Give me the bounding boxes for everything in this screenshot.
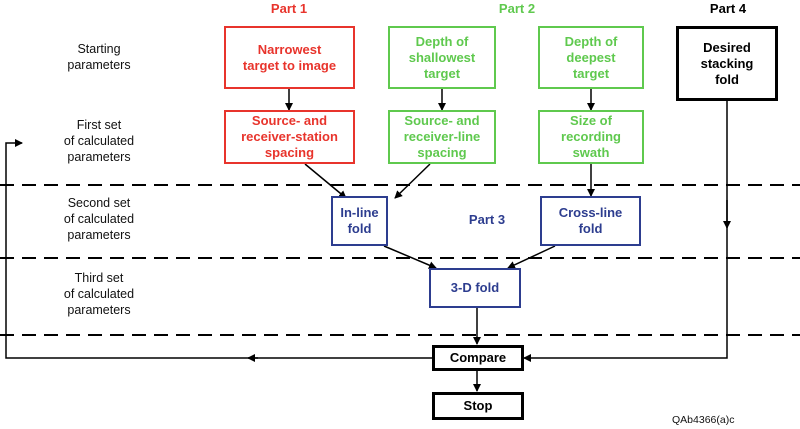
box-crossline-fold: Cross-line fold xyxy=(540,196,641,246)
arrow-line-to-inline xyxy=(394,163,431,199)
box-3d-fold: 3-D fold xyxy=(429,268,521,308)
box-compare: Compare xyxy=(432,345,524,371)
box-source-receiver-station-spacing: Source- and receiver-station spacing xyxy=(224,110,355,164)
arrow-crossline-to-3d xyxy=(507,245,556,269)
arrow-inline-to-3d xyxy=(383,245,437,269)
row-label-third-set: Third set of calculated parameters xyxy=(63,271,135,317)
box-stop: Stop xyxy=(432,392,524,420)
arrow-station-to-inline xyxy=(304,163,347,199)
box-size-recording-swath: Size of recording swath xyxy=(538,110,644,164)
box-depth-shallowest-target: Depth of shallowest target xyxy=(388,26,496,89)
part-2-header: Part 2 xyxy=(498,1,536,16)
row-label-second-set: Second set of calculated parameters xyxy=(63,196,135,242)
box-depth-deepest-target: Depth of deepest target xyxy=(538,26,644,89)
box-narrowest-target: Narrowest target to image xyxy=(224,26,355,89)
figure-code: QAb4366(a)c xyxy=(672,414,735,426)
arrow-desired-fold-to-compare xyxy=(523,101,728,362)
row-label-first-set: First set of calculated parameters xyxy=(63,118,135,164)
part-3-header: Part 3 xyxy=(468,212,506,227)
box-desired-stacking-fold: Desired stacking fold xyxy=(676,26,778,101)
box-source-receiver-line-spacing: Source- and receiver-line spacing xyxy=(388,110,496,164)
part-4-header: Part 4 xyxy=(709,1,747,16)
part-1-header: Part 1 xyxy=(270,1,308,16)
arrow-compare-feedback xyxy=(5,139,432,359)
box-inline-fold: In-line fold xyxy=(331,196,388,246)
row-label-starting: Starting parameters xyxy=(67,42,131,72)
